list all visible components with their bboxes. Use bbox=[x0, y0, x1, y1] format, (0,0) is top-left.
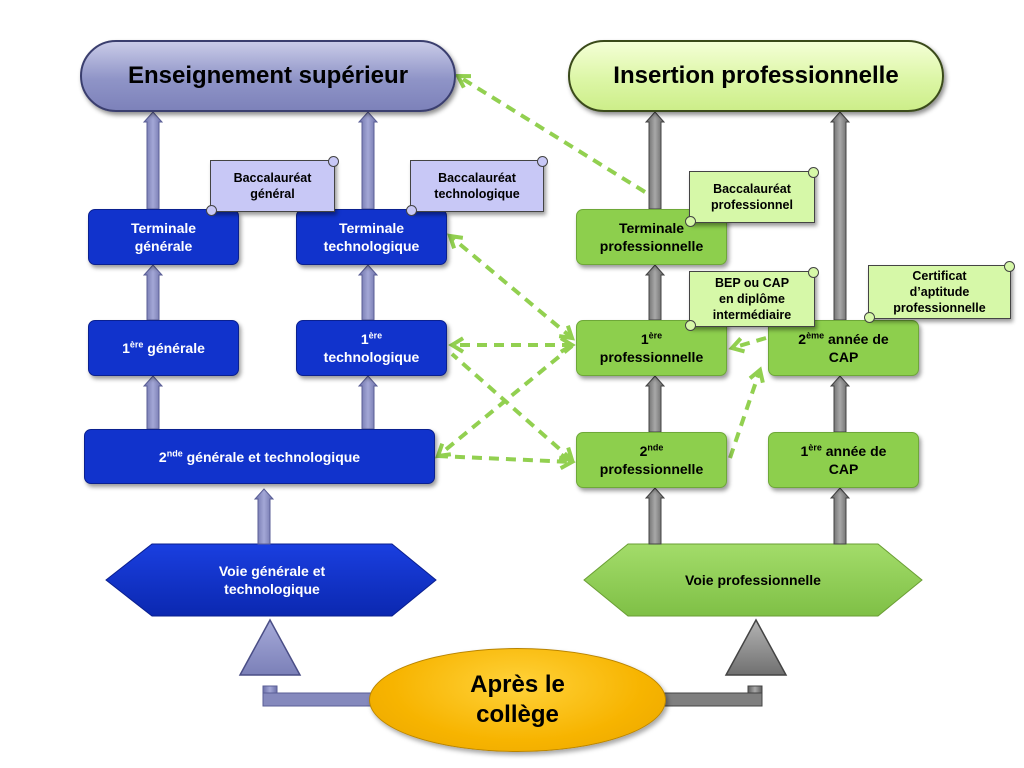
scroll-curl-icon bbox=[537, 156, 548, 167]
passerelle-arrows bbox=[435, 73, 767, 471]
bac-general-line2: général bbox=[250, 187, 295, 201]
general-track-arrows bbox=[142, 111, 379, 545]
cap-scroll: Certificat d’aptitude professionnelle bbox=[864, 261, 1015, 323]
up-arrow-icon bbox=[644, 111, 666, 210]
up-arrow-icon bbox=[357, 264, 379, 321]
scroll-curl-icon bbox=[685, 320, 696, 331]
apres-college-oval: Après le collège bbox=[369, 648, 666, 752]
deuxieme-annee-cap-line1: 2ème année de bbox=[798, 330, 889, 347]
bac-pro-line1: Baccalauréat bbox=[713, 182, 791, 196]
up-arrow-icon bbox=[357, 375, 379, 430]
cap-line3: professionnelle bbox=[893, 301, 986, 315]
bac-pro-line2: professionnel bbox=[711, 198, 793, 212]
dashed-arrow-icon bbox=[447, 233, 575, 341]
terminale-pro-line1: Terminale bbox=[618, 220, 685, 236]
scroll-curl-icon bbox=[1004, 261, 1015, 272]
premiere-annee-cap-line2: CAP bbox=[828, 461, 859, 477]
dashed-arrow-icon bbox=[450, 352, 575, 463]
scroll-curl-icon bbox=[864, 312, 875, 323]
voie-pro-text: Voie professionnelle bbox=[685, 572, 821, 588]
deuxieme-annee-cap-box: 2ème année de CAP bbox=[768, 320, 919, 376]
dashed-arrow-icon bbox=[435, 344, 574, 459]
premiere-technologique-box: 1ère technologique bbox=[296, 320, 447, 376]
seconde-generale-technologique-box: 2nde générale et technologique bbox=[84, 429, 435, 484]
bep-cap-line2: en diplôme bbox=[719, 292, 785, 306]
voie-pro-label: Voie professionnelle bbox=[628, 544, 878, 616]
bep-cap-line3: intermédiaire bbox=[712, 308, 792, 322]
scroll-curl-icon bbox=[808, 167, 819, 178]
up-arrow-icon bbox=[829, 111, 851, 321]
bac-technologique-line2: technologique bbox=[434, 187, 520, 201]
dashed-arrow-icon bbox=[728, 366, 765, 459]
premiere-pro-line1: 1ère bbox=[640, 330, 663, 347]
apres-college-line1: Après le bbox=[470, 671, 565, 698]
bep-cap-line1: BEP ou CAP bbox=[714, 276, 790, 290]
bac-technologique-line1: Baccalauréat bbox=[438, 171, 516, 185]
seconde-gt-label: 2nde générale et technologique bbox=[158, 447, 361, 465]
dashed-arrow-icon bbox=[448, 336, 576, 354]
cap-line2: d’aptitude bbox=[909, 285, 970, 299]
pro-track-arrows bbox=[644, 111, 851, 545]
terminale-technologique-box: Terminale technologique bbox=[296, 209, 447, 265]
premiere-generale-label: 1ère générale bbox=[122, 339, 205, 356]
scroll-curl-icon bbox=[206, 205, 217, 216]
premiere-annee-cap-box: 1ère année de CAP bbox=[768, 432, 919, 488]
up-arrow-icon bbox=[829, 487, 851, 545]
up-arrow-icon bbox=[142, 111, 164, 210]
seconde-pro-line2: professionnelle bbox=[599, 461, 704, 477]
premiere-generale-box: 1ère générale bbox=[88, 320, 239, 376]
apres-college-line2: collège bbox=[476, 701, 559, 728]
voie-pro-hexagon bbox=[583, 543, 923, 617]
up-arrow-icon bbox=[644, 487, 666, 545]
up-arrow-icon bbox=[644, 264, 666, 321]
scroll-curl-icon bbox=[685, 216, 696, 227]
voie-generale-label: Voie générale et technologique bbox=[150, 544, 394, 616]
terminale-generale-line1: Terminale bbox=[130, 220, 197, 236]
dashed-arrow-icon bbox=[728, 336, 767, 354]
voie-generale-line1: Voie générale et bbox=[218, 563, 326, 579]
premiere-annee-cap-line1: 1ère année de bbox=[800, 442, 887, 459]
scroll-curl-icon bbox=[406, 205, 417, 216]
terminale-technologique-line2: technologique bbox=[323, 238, 420, 254]
enseignement-superieur-pill: Enseignement supérieur bbox=[80, 40, 456, 112]
up-arrow-icon bbox=[142, 264, 164, 321]
insertion-professionnelle-pill: Insertion professionnelle bbox=[568, 40, 944, 112]
cap-line1: Certificat bbox=[912, 269, 967, 283]
up-arrow-icon bbox=[644, 375, 666, 433]
premiere-pro-line2: professionnelle bbox=[599, 349, 704, 365]
terminale-pro-line2: professionnelle bbox=[599, 238, 704, 254]
premiere-technologique-line1: 1ère bbox=[360, 330, 383, 347]
bac-technologique-scroll: Baccalauréat technologique bbox=[406, 156, 548, 216]
deuxieme-annee-cap-line2: CAP bbox=[828, 349, 859, 365]
voie-generale-line2: technologique bbox=[224, 581, 320, 597]
enseignement-superieur-label: Enseignement supérieur bbox=[127, 62, 409, 89]
insertion-professionnelle-label: Insertion professionnelle bbox=[613, 62, 899, 89]
seconde-professionnelle-box: 2nde professionnelle bbox=[576, 432, 727, 488]
terminale-generale-line2: générale bbox=[134, 238, 193, 254]
dashed-arrow-icon bbox=[454, 73, 647, 194]
seconde-pro-line1: 2nde bbox=[639, 442, 664, 459]
voie-generale-hexagon bbox=[105, 543, 437, 617]
up-arrow-icon bbox=[829, 375, 851, 433]
up-arrow-icon bbox=[142, 375, 164, 430]
dashed-arrow-icon bbox=[437, 453, 576, 471]
terminale-generale-box: Terminale générale bbox=[88, 209, 239, 265]
bac-general-line1: Baccalauréat bbox=[233, 171, 312, 185]
bac-professionnel-scroll: Baccalauréat professionnel bbox=[685, 167, 819, 227]
scroll-curl-icon bbox=[328, 156, 339, 167]
scroll-curl-icon bbox=[808, 267, 819, 278]
up-arrow-icon bbox=[357, 111, 379, 210]
premiere-professionnelle-box: 1ère professionnelle bbox=[576, 320, 727, 376]
bac-general-scroll: Baccalauréat général bbox=[206, 156, 339, 216]
terminale-technologique-line1: Terminale bbox=[338, 220, 405, 236]
premiere-technologique-line2: technologique bbox=[323, 349, 420, 365]
up-arrow-icon bbox=[253, 488, 275, 545]
bep-cap-scroll: BEP ou CAP en diplôme intermédiaire bbox=[685, 267, 819, 331]
